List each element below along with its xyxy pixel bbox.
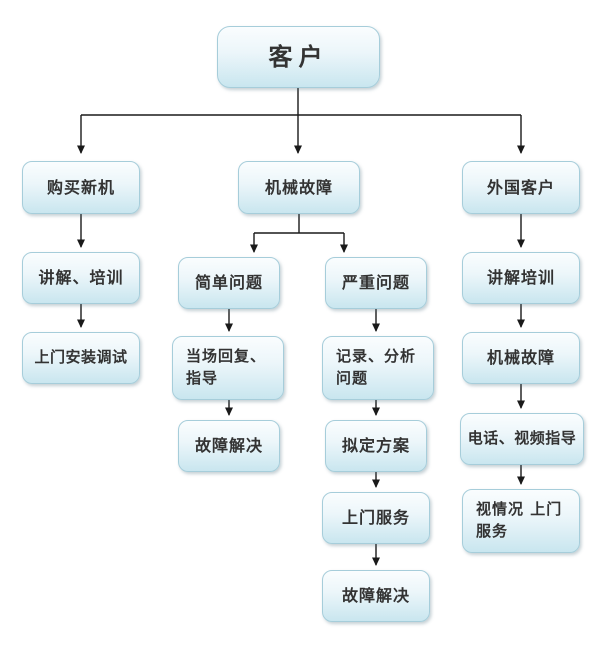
- flow-node-explain-training: 讲解、培训: [22, 252, 140, 304]
- flow-node-explain-training-foreign: 讲解培训: [462, 252, 580, 304]
- flow-node-simple-problem: 简单问题: [178, 257, 280, 309]
- flow-node-customer: 客户: [217, 26, 380, 88]
- flow-node-fault-resolved-simple: 故障解决: [178, 420, 280, 472]
- flow-node-record-analyze-problem: 记录、分析问题: [322, 336, 434, 400]
- flow-node-draft-plan: 拟定方案: [325, 420, 427, 472]
- flow-node-mechanical-failure-foreign: 机械故障: [462, 332, 580, 384]
- flow-node-foreign-customer: 外国客户: [462, 161, 580, 214]
- flow-node-onspot-reply-guidance: 当场回复、指导: [172, 336, 284, 400]
- flow-node-onsite-service-as-needed: 视情况 上门服务: [462, 489, 580, 553]
- flow-node-buy-new-machine: 购买新机: [22, 161, 140, 214]
- flow-node-onsite-install-debug: 上门安装调试: [22, 332, 140, 384]
- flow-node-mechanical-failure: 机械故障: [238, 161, 360, 214]
- flow-node-fault-resolved-serious: 故障解决: [322, 570, 430, 622]
- flow-node-serious-problem: 严重问题: [325, 257, 427, 309]
- flow-node-phone-video-guidance: 电话、视频指导: [460, 413, 584, 465]
- flow-node-onsite-service: 上门服务: [322, 492, 430, 544]
